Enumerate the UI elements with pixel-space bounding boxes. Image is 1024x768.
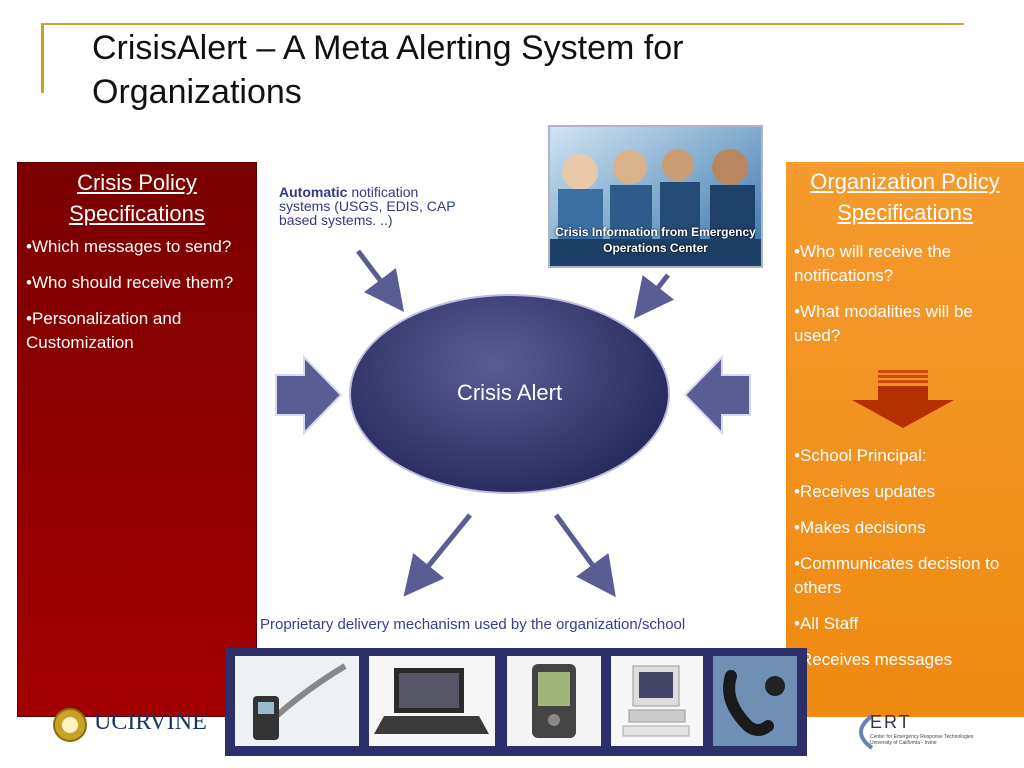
ert-subtitle: Center for Emergency Response Technologi…: [870, 734, 974, 746]
organization-policy-bullet: •What modalities will be used?: [794, 302, 973, 345]
down-arrow-icon: [852, 370, 954, 428]
crisis-policy-bullet: •Who should receive them?: [26, 273, 234, 292]
device-strip: [225, 648, 807, 756]
automatic-bold: Automatic: [279, 184, 348, 200]
title-accent-rule: [44, 23, 964, 25]
delivery-caption: Proprietary delivery mechanism used by t…: [260, 616, 686, 633]
organization-policy-bullet: •Who will receive the notifications?: [794, 242, 952, 285]
organization-policy-bullet: •Makes decisions: [794, 518, 926, 537]
ert-logo: ERT Center for Emergency Response Techno…: [848, 712, 988, 752]
arrow-to-delivery-right: [553, 513, 616, 598]
uc-irvine-logo: UCIRVINE: [52, 705, 212, 745]
crisis-policy-bullet: •Which messages to send?: [26, 237, 232, 256]
crisis-policy-panel: Crisis Policy Specifications •Which mess…: [17, 162, 257, 717]
organization-policy-bullet: •Receives messages: [794, 650, 953, 669]
arrow-from-right-panel: [683, 354, 751, 436]
title-accent-bar: [41, 23, 44, 93]
ert-wordmark: ERT: [870, 712, 912, 732]
crisis-policy-title: Crisis Policy Specifications: [69, 170, 205, 226]
cell-phone-icon: [235, 656, 359, 746]
organization-policy-bullet: •Receives updates: [794, 482, 936, 501]
automatic-notification-text: Automatic notification systems (USGS, ED…: [279, 185, 469, 227]
laptop-icon: [369, 656, 495, 746]
call-center-photo: [548, 125, 763, 268]
telephone-handset-icon: [713, 656, 797, 746]
arrow-from-left-panel: [275, 354, 343, 436]
organization-policy-bullet: •All Staff: [794, 614, 859, 633]
photo-caption: Crisis Information from Emergency Operat…: [555, 225, 756, 255]
crisis-alert-node: [349, 294, 670, 494]
organization-policy-panel: Organization Policy Specifications •Who …: [786, 162, 1024, 717]
ert-swoosh-icon: [859, 714, 874, 750]
crisis-alert-label: Crisis Alert: [456, 380, 563, 405]
uc-irvine-seal-icon: [53, 708, 87, 742]
uc-irvine-wordmark: UCIRVINE: [94, 709, 207, 735]
desktop-computer-icon: [611, 656, 703, 746]
organization-policy-title: Organization Policy Specifications: [810, 169, 1000, 225]
crisis-policy-bullet: •Personalization and Customization: [26, 309, 182, 352]
organization-policy-bullet: •School Principal:: [794, 446, 927, 465]
organization-policy-bullet: •Communicates decision to others: [794, 554, 1000, 597]
slide-title: CrisisAlert – A Meta Alerting System for…: [92, 29, 684, 111]
automatic-rest: notification systems (USGS, EDIS, CAP ba…: [279, 184, 456, 228]
pda-icon: [507, 656, 601, 746]
arrow-to-delivery-left: [403, 513, 472, 597]
arrow-from-photo: [633, 273, 675, 319]
arrow-from-automatic: [356, 249, 405, 312]
